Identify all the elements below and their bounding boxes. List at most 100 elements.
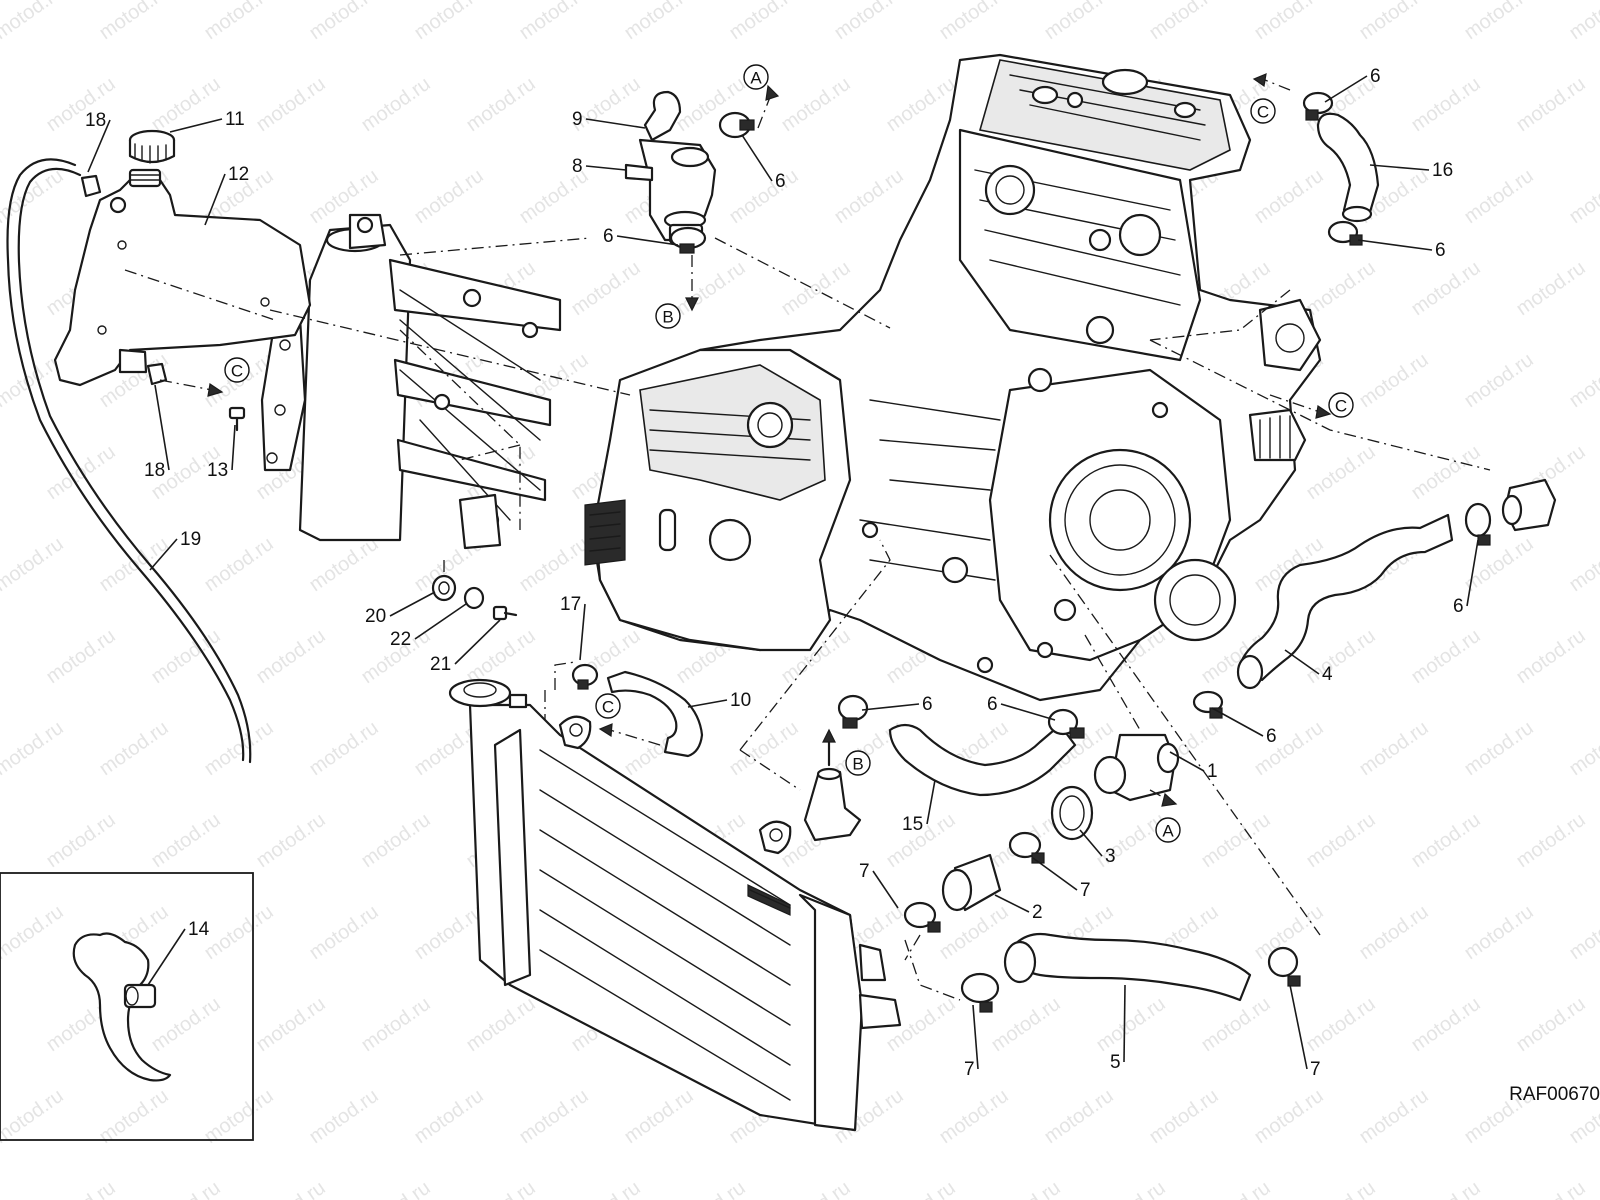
watermark-text: motod.ru (777, 257, 854, 320)
watermark-text: motod.ru (252, 809, 329, 872)
watermark-text: motod.ru (357, 73, 434, 136)
watermark-text: motod.ru (777, 1177, 854, 1200)
callout-leader-line (149, 538, 178, 571)
connection-marker-label: C (1257, 103, 1269, 122)
small-hose (606, 670, 704, 758)
lower-hose (888, 723, 1077, 797)
watermark-text: motod.ru (0, 165, 68, 228)
connection-marker-circle (1155, 817, 1181, 843)
hose-fitting (803, 767, 862, 842)
callout-leader-line (1211, 707, 1264, 737)
watermark-text: motod.ru (147, 1177, 224, 1200)
watermark-text: motod.ru (95, 0, 172, 44)
callout-leader-line (872, 870, 899, 909)
bolt (492, 605, 518, 621)
watermark-text: motod.ru (200, 1085, 277, 1148)
part-number-callout: 12 (228, 164, 249, 185)
callout-leader-line (579, 603, 586, 661)
watermark-text: motod.ru (305, 533, 382, 596)
connection-marker-label: B (662, 308, 673, 327)
watermark-text: motod.ru (357, 1177, 434, 1200)
watermark-text: motod.ru (42, 809, 119, 872)
watermark-text: motod.ru (200, 0, 277, 44)
connection-marker-circle (1328, 392, 1354, 418)
watermark-text: motod.ru (1512, 809, 1589, 872)
watermark-text: motod.ru (462, 993, 539, 1056)
watermark-text: motod.ru (1197, 993, 1274, 1056)
watermark-text: motod.ru (987, 993, 1064, 1056)
watermark-text: motod.ru (830, 0, 907, 44)
watermark-text: motod.ru (1355, 901, 1432, 964)
watermark-text: motod.ru (200, 901, 277, 964)
watermark-text: motod.ru (777, 73, 854, 136)
connection-marker-circle (845, 750, 871, 776)
watermark-text: motod.ru (1512, 73, 1589, 136)
watermark-text: motod.ru (252, 73, 329, 136)
watermark-text: motod.ru (620, 0, 697, 44)
watermark-text: motod.ru (1250, 165, 1327, 228)
connection-marker-label: A (1162, 822, 1174, 841)
expansion-tank (53, 168, 312, 387)
callout-leader-line (1032, 857, 1078, 891)
watermark-text: motod.ru (1460, 349, 1537, 412)
callout-leader-line (687, 699, 728, 708)
watermark-text: motod.ru (1302, 809, 1379, 872)
watermark-text: motod.ru (252, 993, 329, 1056)
connection-marker-circle (595, 693, 621, 719)
callout-leader-line (1079, 829, 1103, 857)
callout-leader-line (861, 703, 920, 711)
watermark-text: motod.ru (1355, 0, 1432, 44)
washer (463, 586, 485, 610)
connection-marker: C (1328, 392, 1354, 418)
part-number-callout: 16 (1432, 160, 1453, 181)
part-number-callout: 6 (987, 694, 998, 715)
callout-leader-line (972, 1004, 979, 1070)
part-number-callout: 8 (572, 156, 583, 177)
connection-marker: C (1250, 98, 1276, 124)
watermark-text: motod.ru (305, 901, 382, 964)
watermark-text: motod.ru (672, 1177, 749, 1200)
watermark-text: motod.ru (1512, 257, 1589, 320)
watermark-text: motod.ru (1302, 625, 1379, 688)
watermark-text: motod.ru (42, 625, 119, 688)
part-number-callout: 6 (922, 694, 933, 715)
callout-leader-line (204, 173, 226, 226)
part-number-callout: 7 (859, 861, 870, 882)
callout-leader-line (1357, 239, 1433, 251)
watermark-text: motod.ru (830, 165, 907, 228)
hose-clamp (669, 226, 707, 254)
watermark-text: motod.ru (935, 0, 1012, 44)
watermark-text: motod.ru (462, 1177, 539, 1200)
watermark-text: motod.ru (1460, 533, 1537, 596)
part-number-callout: 18 (144, 460, 165, 481)
connection-marker-label: B (852, 755, 863, 774)
hose-clamp (1047, 708, 1085, 739)
watermark-text: motod.ru (935, 901, 1012, 964)
part-number-callout: 2 (1032, 902, 1043, 923)
watermark-text: motod.ru (0, 533, 68, 596)
callout-leader-line (616, 235, 679, 246)
watermark-text: motod.ru (882, 1177, 959, 1200)
watermark-text: motod.ru (305, 717, 382, 780)
hose-guide-clip (72, 932, 172, 1082)
hose-clamp (1267, 946, 1301, 987)
watermark-text: motod.ru (42, 1177, 119, 1200)
connection-marker: A (1155, 817, 1181, 843)
callout-leader-line (87, 119, 111, 173)
screw (228, 406, 246, 432)
callout-leader-line (1466, 539, 1479, 607)
assembly-guide-lines (124, 237, 1491, 1001)
watermark-text: motod.ru (1460, 0, 1537, 44)
hose-clamp (903, 901, 941, 933)
part-number-callout: 20 (365, 606, 386, 627)
watermark-text: motod.ru (95, 717, 172, 780)
watermark-text: motod.ru (725, 0, 802, 44)
connection-marker-label: A (750, 69, 762, 88)
watermark-text: motod.ru (1407, 73, 1484, 136)
callout-leader-line (1169, 751, 1205, 772)
connection-marker: C (595, 693, 621, 719)
callout-leader-line (154, 384, 170, 471)
watermark-text: motod.ru (305, 1085, 382, 1148)
part-number-callout: 21 (430, 654, 451, 675)
hose-clamp (1302, 91, 1334, 121)
